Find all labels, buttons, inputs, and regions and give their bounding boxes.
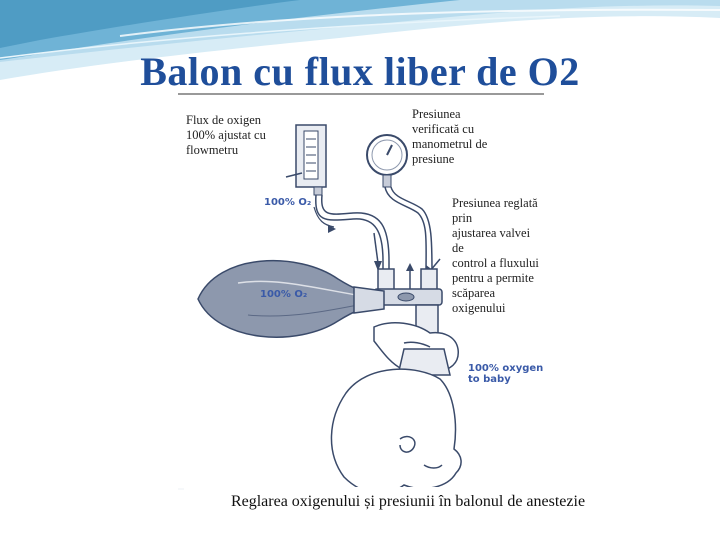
flow-label: Flux de oxigen 100% ajustat cu flowmetru bbox=[186, 113, 266, 158]
o2-bag-label: 100% O₂ bbox=[260, 289, 307, 300]
flowmeter-icon bbox=[286, 125, 326, 195]
baby-head-icon bbox=[331, 369, 461, 493]
pressure-check-label: Presiunea verificată cu manometrul de pr… bbox=[412, 107, 487, 167]
to-baby-label: 100% oxygen to baby bbox=[468, 363, 543, 385]
figure-caption: Reglarea oxigenului și presiunii în balo… bbox=[184, 493, 632, 511]
o2-tube-label: 100% O₂ bbox=[264, 197, 311, 208]
slide-title: Balon cu flux liber de O2 bbox=[0, 48, 720, 95]
caption-box: Reglarea oxigenului și presiunii în balo… bbox=[184, 487, 632, 523]
manometer-icon bbox=[367, 135, 407, 187]
pressure-adjust-label: Presiunea reglată prin ajustarea valvei … bbox=[452, 196, 544, 316]
resuscitation-bag-diagram: Flux de oxigen 100% ajustat cu flowmetru… bbox=[178, 93, 544, 523]
